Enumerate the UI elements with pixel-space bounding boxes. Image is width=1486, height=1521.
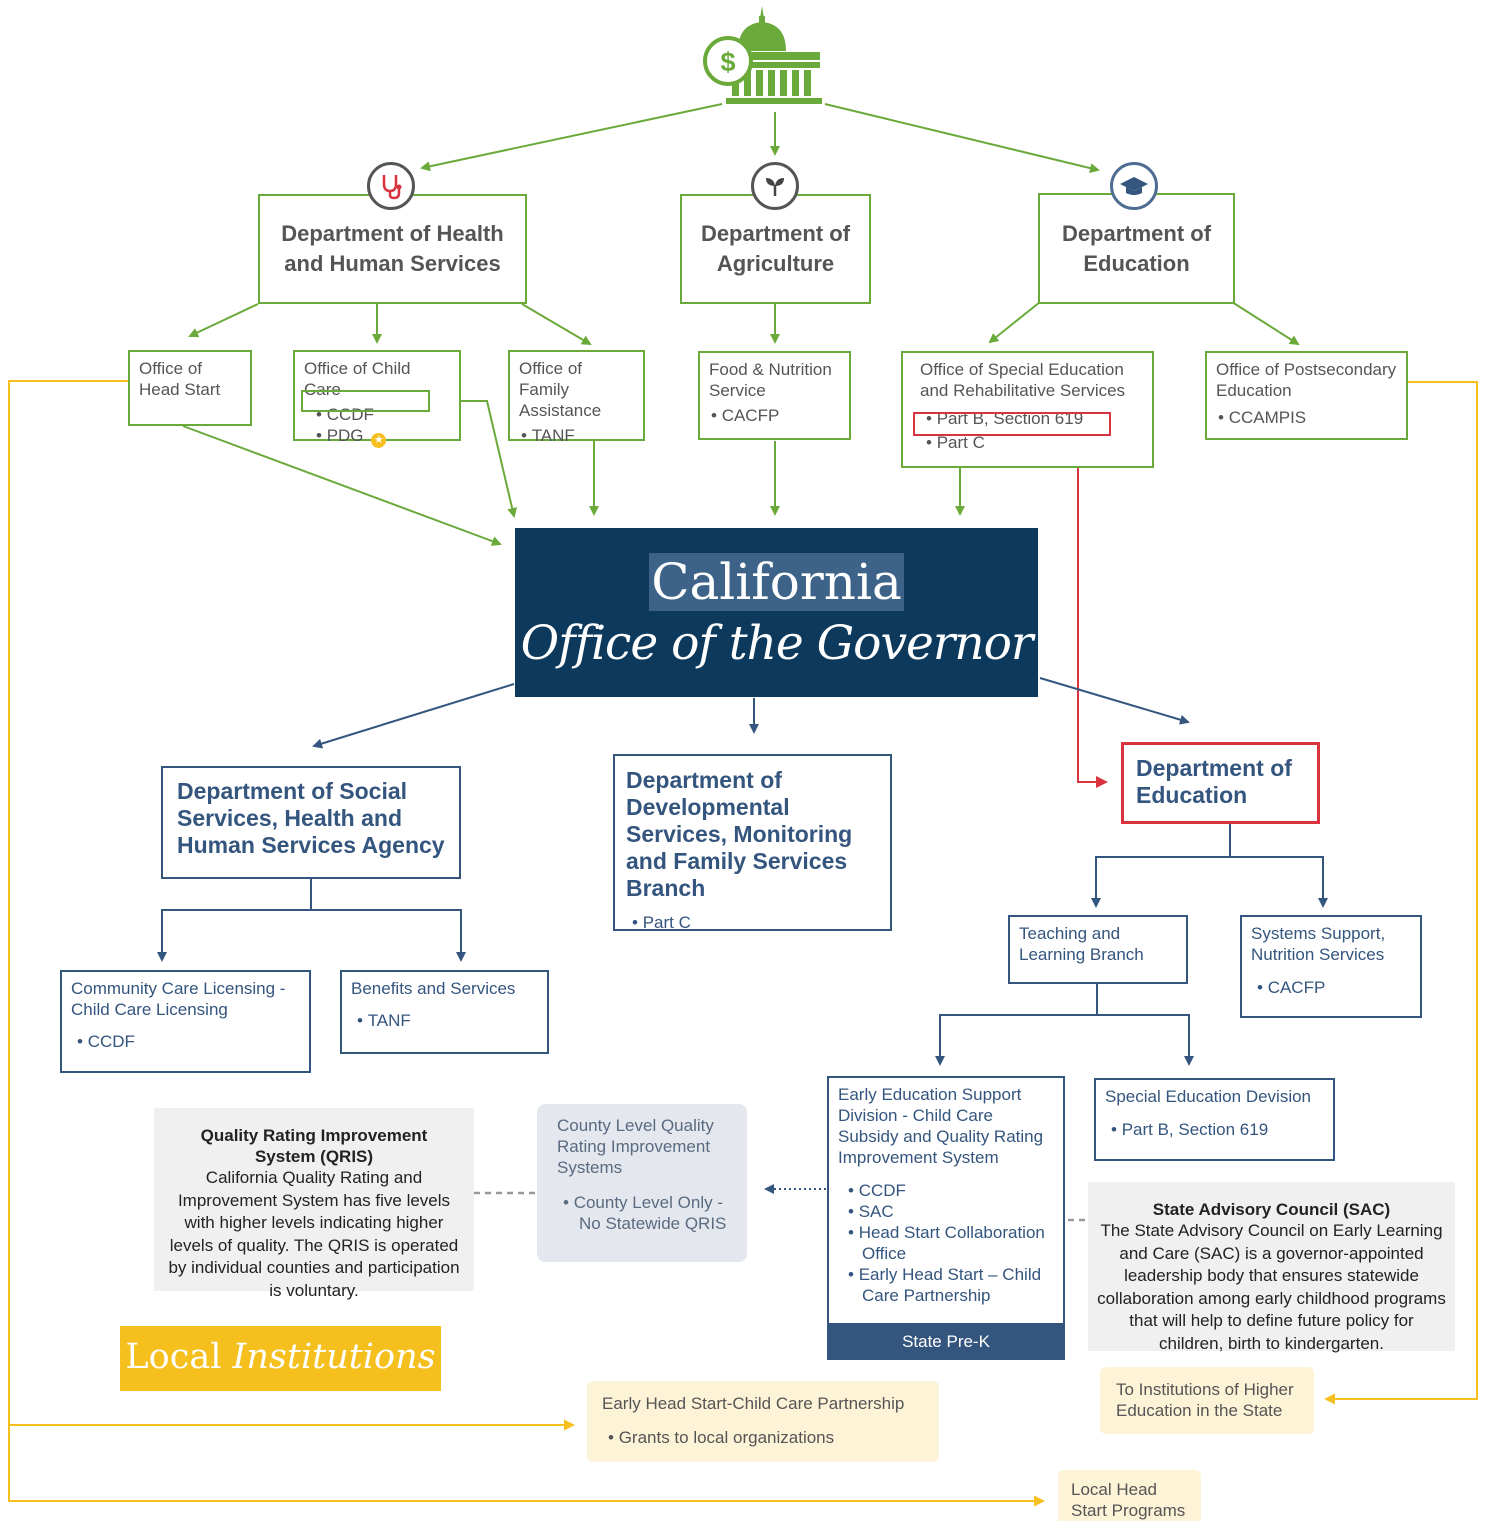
state-benefits-box: Benefits and Services TANF <box>340 970 549 1054</box>
office-special-education-item: Part C <box>926 431 1143 455</box>
office-food-nutrition-item: CACFP <box>711 405 840 426</box>
federal-education-box: Department of Education <box>1038 193 1235 304</box>
part-b-highlight <box>913 412 1111 436</box>
state-systems-title: Systems Support, Nutrition Services <box>1251 924 1386 964</box>
qris-note-body: California Quality Rating and Improvemen… <box>168 1168 460 1300</box>
state-dds-box: Department of Developmental Services, Mo… <box>613 754 892 933</box>
local-higher-ed-box: To Institutions of Higher Education in t… <box>1100 1367 1314 1434</box>
sac-note-body: The State Advisory Council on Early Lear… <box>1097 1221 1446 1353</box>
local-ehs-item: Grants to local organizations <box>608 1427 924 1448</box>
county-qris-item: County Level Only - No Statewide QRIS <box>563 1192 733 1234</box>
state-early-ed-title: Early Education Support Division - Child… <box>838 1085 1044 1167</box>
office-head-start: Office of Head Start <box>128 350 252 426</box>
state-early-ed-item: CCDF <box>848 1180 1054 1201</box>
state-ccl-box: Community Care Licensing - Child Care Li… <box>60 970 311 1073</box>
office-child-care-title: Office of Child Care <box>304 359 411 399</box>
state-special-ed-box: Special Education Devision Part B, Secti… <box>1094 1078 1335 1161</box>
federal-usda-box: Department of Agriculture <box>680 194 871 304</box>
state-ccl-item: CCDF <box>77 1031 300 1052</box>
sprout-icon <box>751 162 799 210</box>
svg-text:$: $ <box>720 47 735 77</box>
local-head-start-title: Local Head Start Programs <box>1071 1480 1186 1520</box>
governor-title-line1: California <box>649 553 904 611</box>
state-prek-footer: State Pre-K <box>827 1323 1065 1360</box>
local-heading-word1: Local <box>125 1337 222 1377</box>
stethoscope-icon <box>367 162 415 210</box>
state-early-ed-item: SAC <box>848 1201 1054 1222</box>
governor-box: California Office of the Governor <box>515 528 1038 697</box>
state-cde-title: Department of Education <box>1136 755 1292 808</box>
sac-note: State Advisory Council (SAC) The State A… <box>1088 1182 1455 1353</box>
state-teaching-title: Teaching and Learning Branch <box>1019 924 1144 964</box>
state-systems-item: CACFP <box>1257 977 1411 998</box>
state-dds-title: Department of Developmental Services, Mo… <box>626 767 853 901</box>
sac-note-title: State Advisory Council (SAC) <box>1152 1200 1391 1219</box>
office-child-care: Office of Child Care CCDF PDG ★ <box>293 350 461 448</box>
office-family-assistance-title: Office of Family Assistance <box>519 359 602 420</box>
state-dss-box: Department of Social Services, Health an… <box>161 766 461 879</box>
office-postsecondary: Office of Postsecondary Education CCAMPI… <box>1205 351 1408 440</box>
local-institutions-heading: Local Institutions <box>120 1326 441 1391</box>
qris-note-title: Quality Rating Improvement System (QRIS) <box>200 1126 428 1166</box>
governor-title-line2: Office of the Governor <box>520 616 1034 671</box>
office-postsecondary-title: Office of Postsecondary Education <box>1216 360 1397 400</box>
state-teaching-box: Teaching and Learning Branch <box>1008 915 1188 984</box>
state-early-ed-item: Early Head Start – Child Care Partnershi… <box>848 1264 1054 1306</box>
county-qris-box: County Level Quality Rating Improvement … <box>537 1104 747 1262</box>
state-benefits-item: TANF <box>357 1010 538 1031</box>
state-dds-item: Part C <box>632 912 879 933</box>
federal-hhs-box: Department of Health and Human Services <box>258 194 527 304</box>
state-dss-title: Department of Social Services, Health an… <box>177 778 445 858</box>
office-food-nutrition: Food & Nutrition Service CACFP <box>698 351 851 440</box>
state-special-ed-title: Special Education Devision <box>1105 1087 1312 1106</box>
state-cde-box: Department of Education <box>1121 742 1320 824</box>
office-child-care-item: CCDF <box>316 404 450 425</box>
office-family-assistance: Office of Family Assistance TANF <box>508 350 645 445</box>
office-family-assistance-item: TANF <box>521 425 634 446</box>
local-ehs-title: Early Head Start-Child Care Partnership <box>602 1394 905 1413</box>
local-head-start-box: Local Head Start Programs <box>1058 1470 1201 1521</box>
state-ccl-title: Community Care Licensing - Child Care Li… <box>71 979 286 1019</box>
graduation-cap-icon <box>1110 162 1158 210</box>
state-benefits-title: Benefits and Services <box>351 979 516 998</box>
star-icon: ★ <box>371 433 387 448</box>
office-postsecondary-item: CCAMPIS <box>1218 407 1397 428</box>
federal-education-title: Department of Education <box>1061 220 1212 276</box>
state-early-ed-item: Head Start Collaboration Office <box>848 1222 1054 1264</box>
capitol-dollar-icon: $ <box>703 6 822 104</box>
office-head-start-title: Office of Head Start <box>139 359 221 399</box>
office-food-nutrition-title: Food & Nutrition Service <box>709 360 832 400</box>
federal-usda-title: Department of Agriculture <box>700 221 851 276</box>
local-higher-ed-title: To Institutions of Higher Education in t… <box>1116 1380 1294 1420</box>
office-child-care-item: PDG ★ <box>316 425 450 448</box>
state-special-ed-item: Part B, Section 619 <box>1111 1119 1324 1140</box>
county-qris-title: County Level Quality Rating Improvement … <box>557 1116 714 1177</box>
office-special-education: Office of Special Education and Rehabili… <box>901 351 1154 468</box>
ccdf-highlight <box>301 390 430 412</box>
office-special-education-title: Office of Special Education and Rehabili… <box>920 360 1126 400</box>
local-heading-word2: Institutions <box>232 1337 436 1377</box>
federal-hhs-title: Department of Health and Human Services <box>281 221 504 276</box>
state-systems-box: Systems Support, Nutrition Services CACF… <box>1240 915 1422 1018</box>
state-early-ed-box: Early Education Support Division - Child… <box>827 1076 1065 1360</box>
local-ehs-box: Early Head Start-Child Care Partnership … <box>587 1381 939 1462</box>
qris-note: Quality Rating Improvement System (QRIS)… <box>154 1108 474 1300</box>
